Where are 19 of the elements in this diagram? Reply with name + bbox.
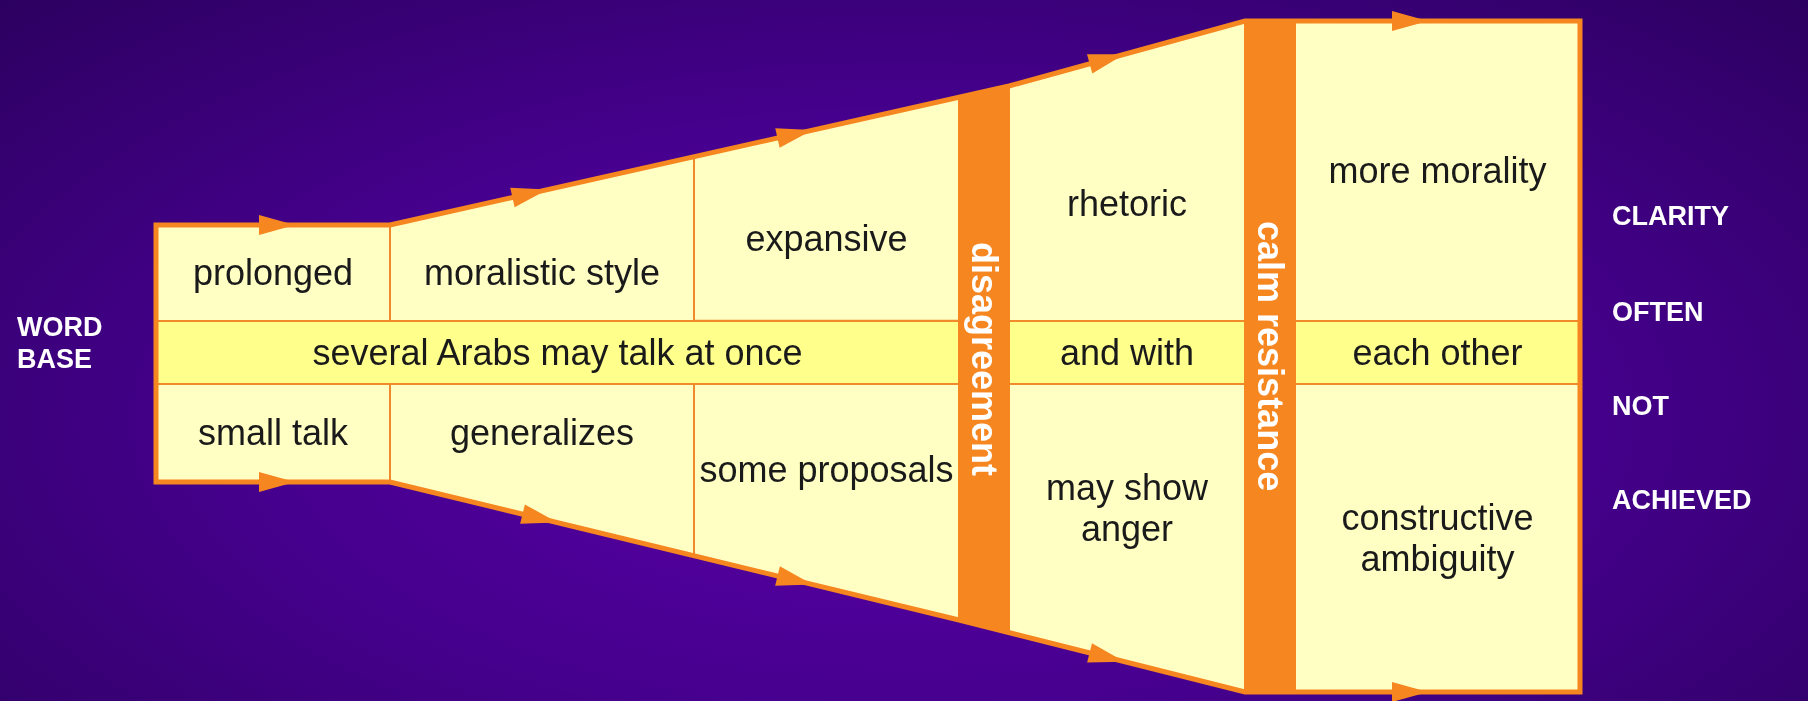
band-cell: and with	[1009, 321, 1245, 384]
funnel-cell: more morality	[1295, 21, 1580, 321]
funnel-cell: some proposals	[694, 384, 959, 620]
side-label: CLARITY	[1612, 200, 1729, 233]
funnel-cell: expansive	[694, 97, 959, 321]
divider-bar: disagreement	[959, 86, 1009, 633]
band-cell: several Arabs may talk at once	[156, 321, 959, 384]
band-cell: each other	[1295, 321, 1580, 384]
side-label: ACHIEVED	[1612, 484, 1752, 517]
side-label: NOT	[1612, 390, 1669, 423]
funnel-cell: prolonged	[156, 225, 390, 321]
funnel-cell: constructive ambiguity	[1295, 384, 1580, 692]
divider-bar: calm resistance	[1245, 21, 1295, 692]
funnel-cell: small talk	[156, 384, 390, 482]
side-label: OFTEN	[1612, 296, 1704, 329]
side-label: WORD BASE	[17, 311, 104, 376]
funnel-cell: rhetoric	[1009, 21, 1245, 321]
funnel-cell: generalizes	[390, 384, 694, 556]
funnel-cell: may show anger	[1009, 384, 1245, 692]
